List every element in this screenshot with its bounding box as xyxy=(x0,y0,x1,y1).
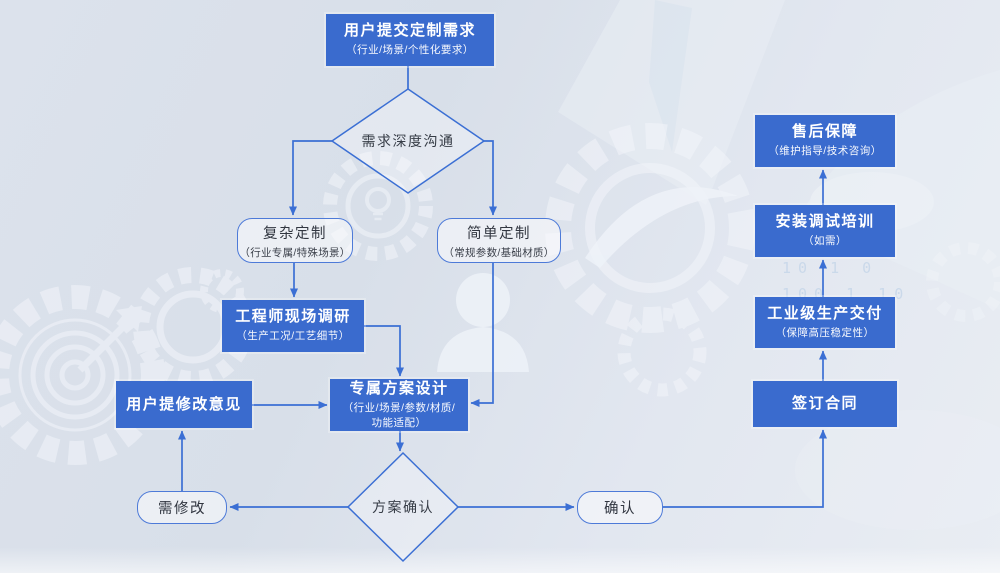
node-label: 用户提修改意见 xyxy=(126,395,242,413)
node-sublabel: （保障高压稳定性） xyxy=(775,326,875,339)
swoosh-icon xyxy=(585,187,738,268)
node-communicate: 需求深度沟通 xyxy=(332,119,484,163)
node-label: 工程师现场调研 xyxy=(235,308,351,326)
node-feedback: 用户提修改意见 xyxy=(116,381,252,428)
node-label: 需求深度沟通 xyxy=(361,133,455,149)
node-sublabel: （维护指导/技术咨询） xyxy=(768,145,882,158)
node-label: 方案确认 xyxy=(372,499,434,515)
node-revise: 需修改 xyxy=(137,491,227,524)
gear-icon xyxy=(617,307,707,397)
node-plan_confirm-shape xyxy=(346,451,460,563)
node-label: 工业级生产交付 xyxy=(767,304,883,322)
person-silhouette-icon xyxy=(437,273,529,372)
node-label: 售后保障 xyxy=(791,123,858,141)
node-design: 专属方案设计 （行业/场景/参数/材质/ 功能适配） xyxy=(330,379,468,431)
node-sublabel: （行业/场景/个性化要求） xyxy=(346,44,474,57)
node-sublabel: （常规参数/基础材质） xyxy=(443,246,555,259)
node-simple: 简单定制 （常规参数/基础材质） xyxy=(437,218,561,263)
bottom-fade xyxy=(0,547,1000,573)
node-complex: 复杂定制 （行业专属/特殊场景） xyxy=(237,218,353,263)
node-label: 安装调试培训 xyxy=(775,213,875,231)
node-sublabel: （生产工况/工艺细节） xyxy=(236,330,350,343)
node-label: 用户提交定制需求 xyxy=(343,22,476,40)
swoosh-and-person xyxy=(437,187,738,372)
node-training: 安装调试培训 （如需） xyxy=(755,205,895,257)
edge-5 xyxy=(470,263,494,407)
node-label: 确认 xyxy=(604,501,636,517)
node-production: 工业级生产交付 （保障高压稳定性） xyxy=(755,297,895,348)
edge-4 xyxy=(364,325,404,377)
node-sublabel: （行业/场景/参数/材质/ 功能适配） xyxy=(342,401,456,429)
bulb-gear-icon xyxy=(323,151,433,261)
node-sublabel: （行业专属/特殊场景） xyxy=(239,246,351,259)
gear-icon xyxy=(200,269,244,313)
node-aftersale: 售后保障 （维护指导/技术咨询） xyxy=(755,115,895,167)
node-label: 签订合同 xyxy=(791,395,858,412)
node-survey: 工程师现场调研 （生产工况/工艺细节） xyxy=(222,300,364,352)
node-ok: 确认 xyxy=(577,491,663,524)
node-communicate-shape xyxy=(330,88,486,194)
edge-2 xyxy=(484,140,497,216)
node-label: 简单定制 xyxy=(467,225,531,242)
edge-11 xyxy=(663,429,827,508)
node-label: 需修改 xyxy=(158,501,206,517)
gear-watermarks xyxy=(0,123,1000,465)
node-plan_confirm: 方案确认 xyxy=(348,485,458,529)
edge-1 xyxy=(289,140,332,216)
gear-icon xyxy=(0,285,165,465)
node-sublabel: （如需） xyxy=(803,235,847,248)
node-submit: 用户提交定制需求 （行业/场景/个性化要求） xyxy=(326,14,494,66)
node-contract: 签订合同 xyxy=(753,381,897,427)
node-label: 复杂定制 xyxy=(263,225,327,242)
node-label: 专属方案设计 xyxy=(349,379,449,397)
